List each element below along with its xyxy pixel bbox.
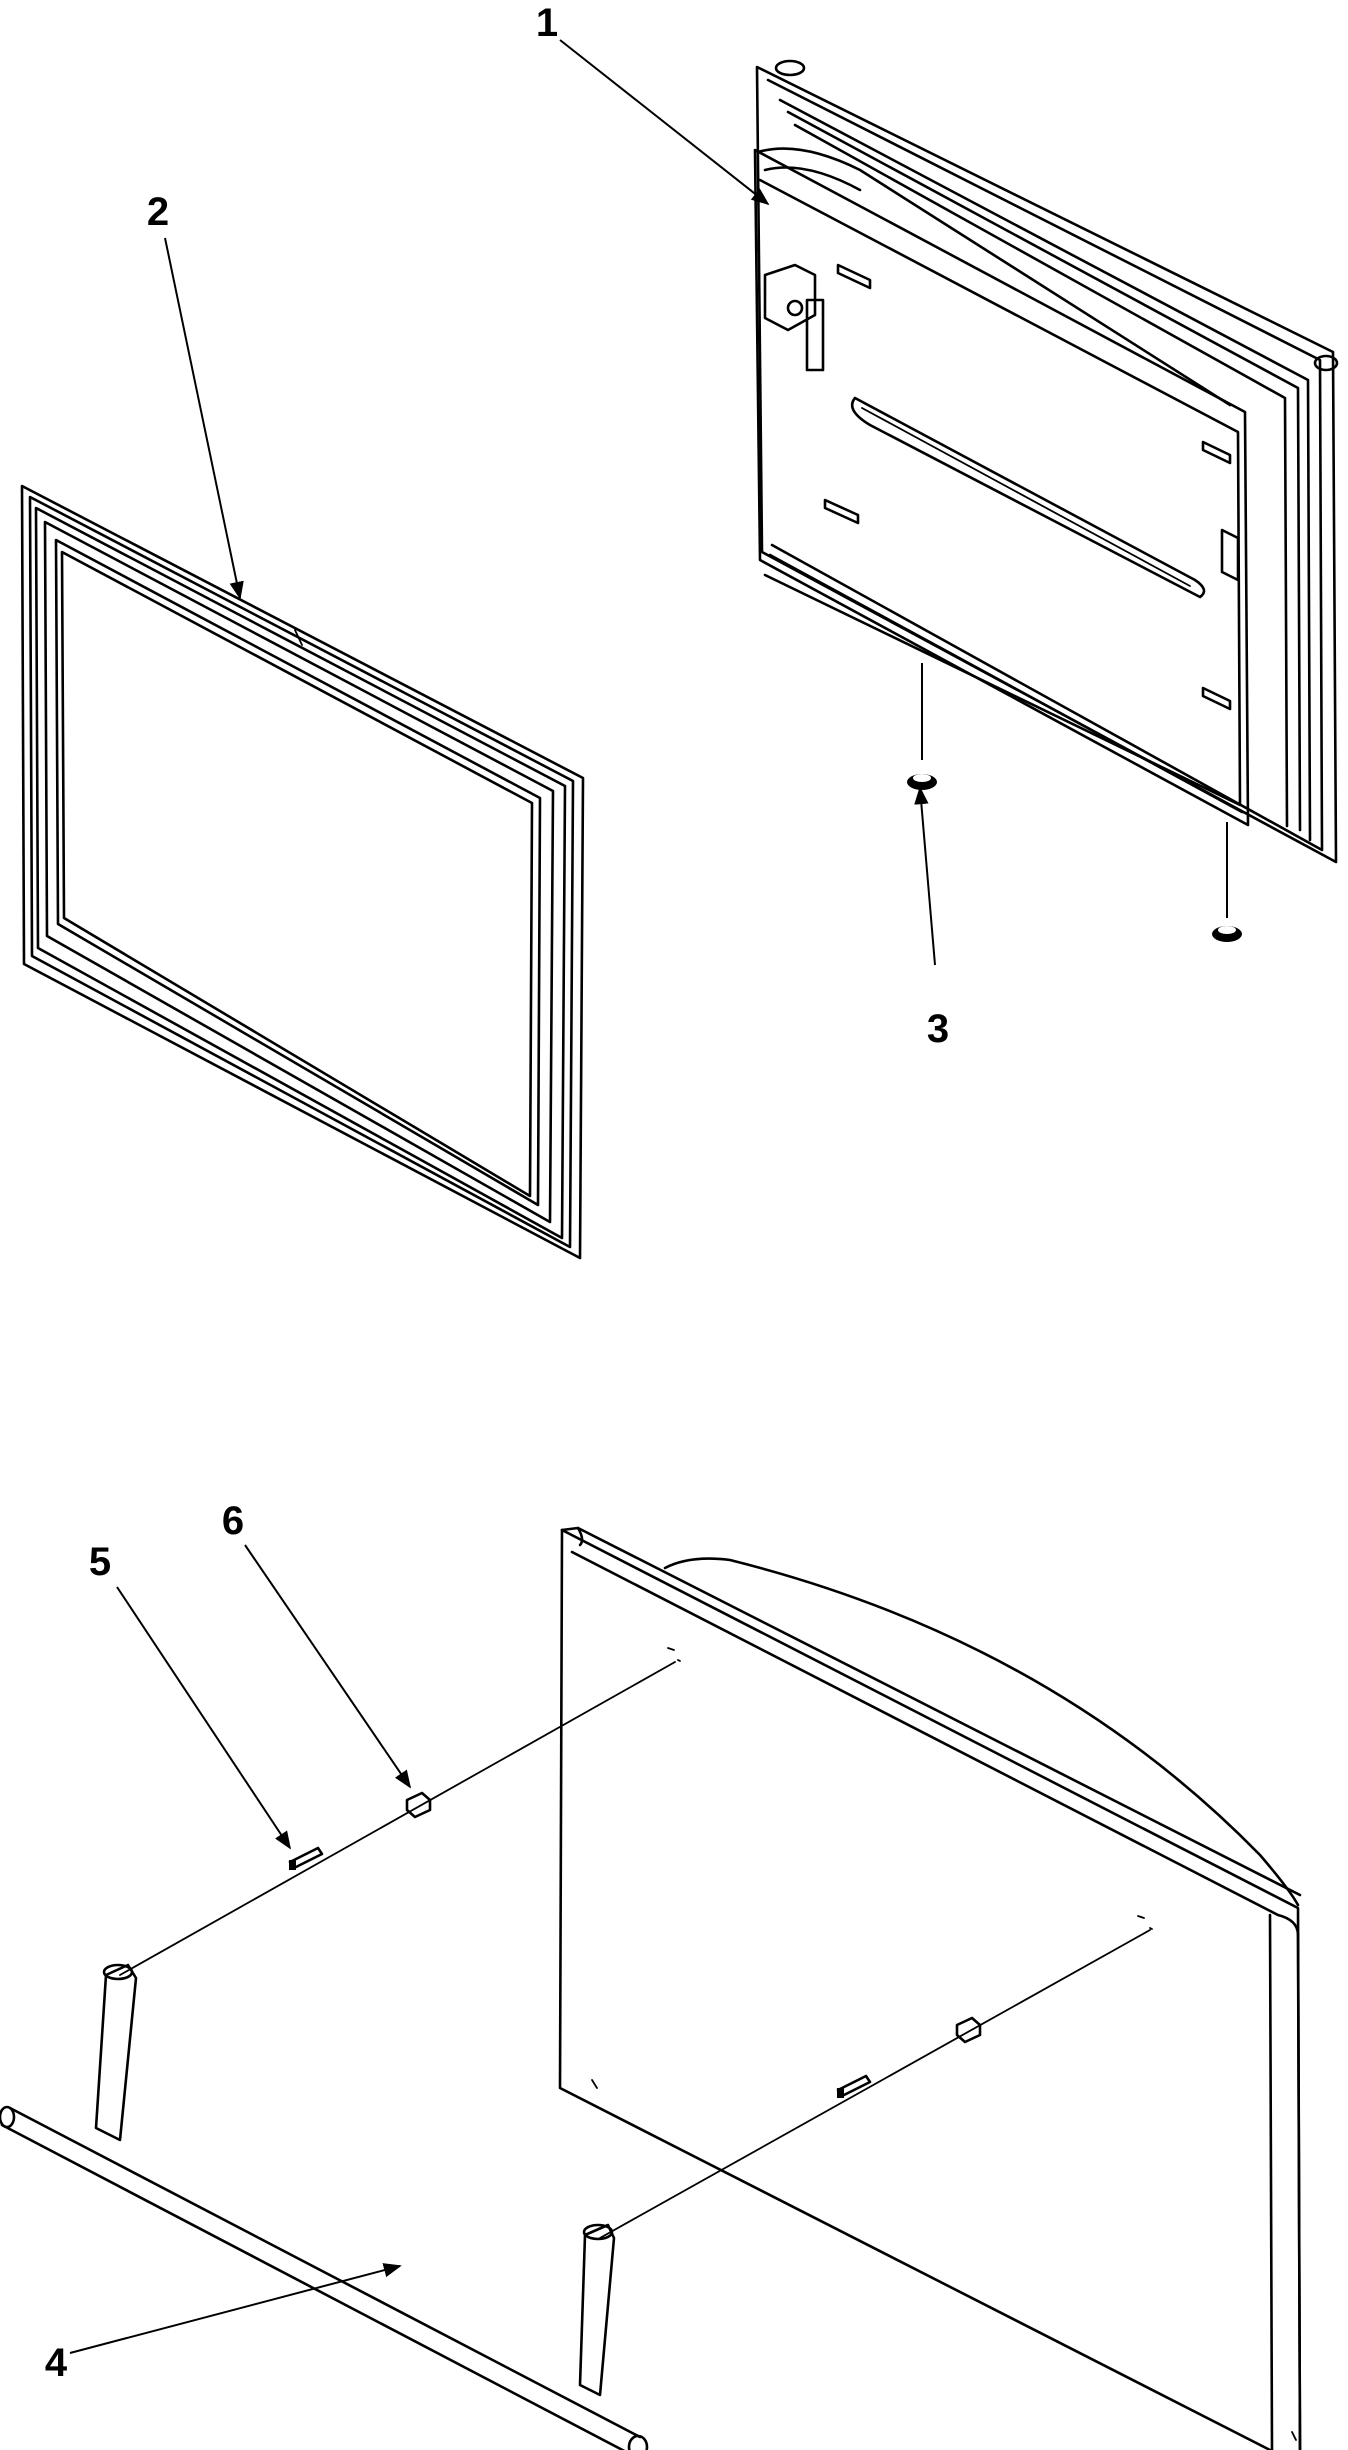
callout-5: 5 <box>89 1540 111 1584</box>
door-gasket <box>20 484 585 1260</box>
callout-labels: 1 2 3 4 5 6 <box>45 1 949 2385</box>
leader-5 <box>116 1586 291 1850</box>
callout-6: 6 <box>222 1499 244 1543</box>
standoff-left <box>405 1791 432 1819</box>
door-handle <box>0 1963 649 2450</box>
callout-leaders <box>69 39 936 2354</box>
leader-4 <box>69 2263 402 2354</box>
callout-3: 3 <box>927 1007 949 1051</box>
leader-1 <box>559 39 770 206</box>
standoff-right <box>955 2016 982 2044</box>
leader-2 <box>164 237 244 600</box>
door-liner <box>753 59 1339 864</box>
plug-leaders <box>921 663 1228 918</box>
outer-door <box>558 1526 1302 2450</box>
leader-6 <box>244 1544 412 1789</box>
screw-left <box>288 1846 324 1870</box>
plug-left <box>907 774 937 790</box>
screw-right <box>836 2074 872 2098</box>
callout-4: 4 <box>45 2341 68 2385</box>
handle-mount-lines <box>119 1661 1151 2239</box>
callout-1: 1 <box>536 1 558 45</box>
callout-2: 2 <box>147 190 169 234</box>
plug-right <box>1212 926 1242 942</box>
leader-3 <box>914 786 936 966</box>
